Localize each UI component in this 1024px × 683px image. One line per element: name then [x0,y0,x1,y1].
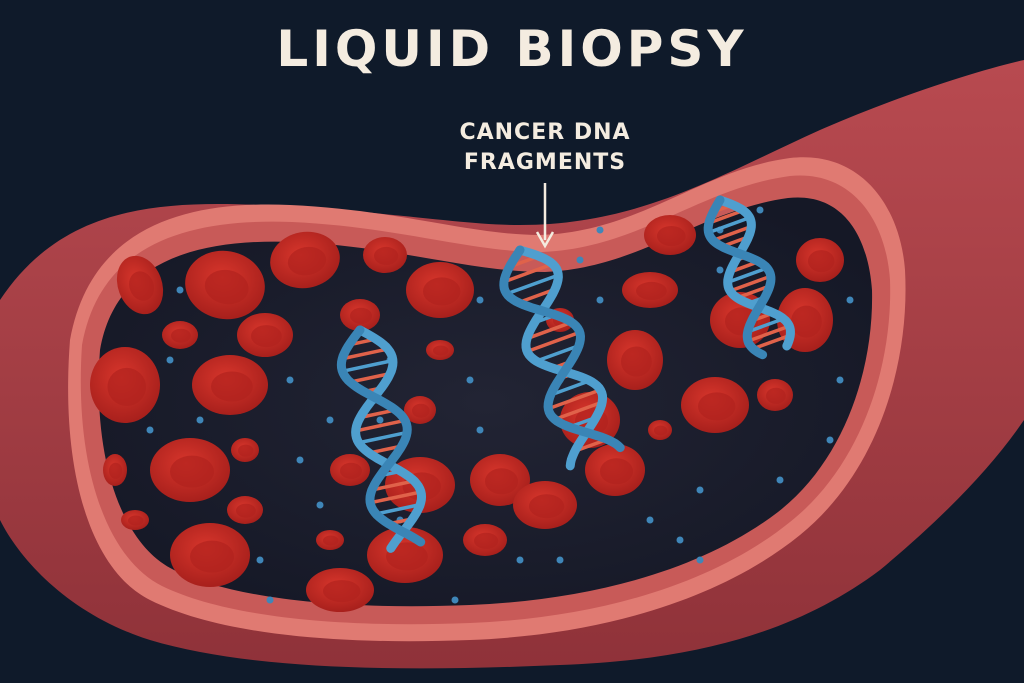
dna-fragment-dot [696,556,704,564]
dna-fragment-dot [716,266,724,274]
red-blood-cell-icon [426,340,454,360]
dna-fragment-dot [196,416,204,424]
dna-fragment-dot [146,426,154,434]
red-blood-cell-icon [103,454,127,486]
dna-fragment-dot [286,376,294,384]
red-blood-cell-icon [170,523,250,587]
dna-fragment-dot [576,256,584,264]
dna-fragment-dot [676,536,684,544]
red-blood-cell-icon [681,377,749,433]
red-blood-cell-icon [237,313,293,357]
red-blood-cell-icon [192,355,268,415]
down-arrow-icon [535,183,555,249]
page-title: LIQUID BIOPSY [276,20,748,78]
dna-fragment-dot [846,296,854,304]
red-blood-cell-icon [363,237,407,273]
red-blood-cell-icon [121,510,149,530]
dna-label-line-2: FRAGMENTS [463,150,627,175]
dna-helix-icon [336,325,427,553]
dna-fragment-dot [836,376,844,384]
dna-fragment-dot [596,296,604,304]
red-blood-cell-icon [231,438,259,462]
red-blood-cell-icon [470,454,530,506]
dna-fragment-dot [466,376,474,384]
red-blood-cell-icon [116,255,164,315]
dna-fragment-dot [326,416,334,424]
dna-fragment-dot [826,436,834,444]
dna-fragment-dot [176,286,184,294]
red-blood-cell-icon [644,215,696,255]
red-blood-cell-icon [316,530,344,550]
dna-fragment-dot [516,556,524,564]
dna-fragment-dot [556,556,564,564]
dna-fragment-dot [476,426,484,434]
red-blood-cell-icon [270,231,340,289]
dna-fragment-dot [256,556,264,564]
red-blood-cell-icon [150,438,230,502]
dna-fragment-dot [266,596,274,604]
dna-fragment-dot [646,516,654,524]
dna-helix-icon [703,195,795,360]
red-blood-cell-icon [162,321,198,349]
red-blood-cell-icon [585,444,645,496]
dna-fragment-dot [451,596,459,604]
dna-fragment-dot [596,226,604,234]
dna-fragment-dot [376,416,384,424]
red-blood-cell-icon [757,379,793,411]
red-blood-cell-icon [406,262,474,318]
red-blood-cell-icon [404,396,436,424]
dna-fragment-dot [776,476,784,484]
red-blood-cell-icon [796,238,844,282]
dna-fragment-dot [296,456,304,464]
dna-fragment-dot [756,206,764,214]
dna-fragments-label: CANCER DNA FRAGMENTS [430,118,660,178]
red-blood-cell-icon [330,454,370,486]
vessel-lumen [98,197,873,607]
dna-label-line-1: CANCER DNA [459,120,631,145]
red-blood-cell-icon [185,250,265,320]
red-blood-cell-icon [513,481,577,529]
dna-fragment-dot [476,296,484,304]
red-blood-cell-icon [306,568,374,612]
red-blood-cell-icon [227,496,263,524]
dna-helix-icon [499,245,625,471]
dna-fragment-dot [316,501,324,509]
red-blood-cell-icon [648,420,672,440]
red-blood-cell-icon [622,272,678,308]
red-blood-cell-icon [607,330,663,390]
red-blood-cell-icon [340,299,380,331]
red-blood-cell-icon [463,524,507,556]
dna-fragment-dot [166,356,174,364]
red-blood-cell-icon [90,347,160,423]
dna-fragment-dot [696,486,704,494]
